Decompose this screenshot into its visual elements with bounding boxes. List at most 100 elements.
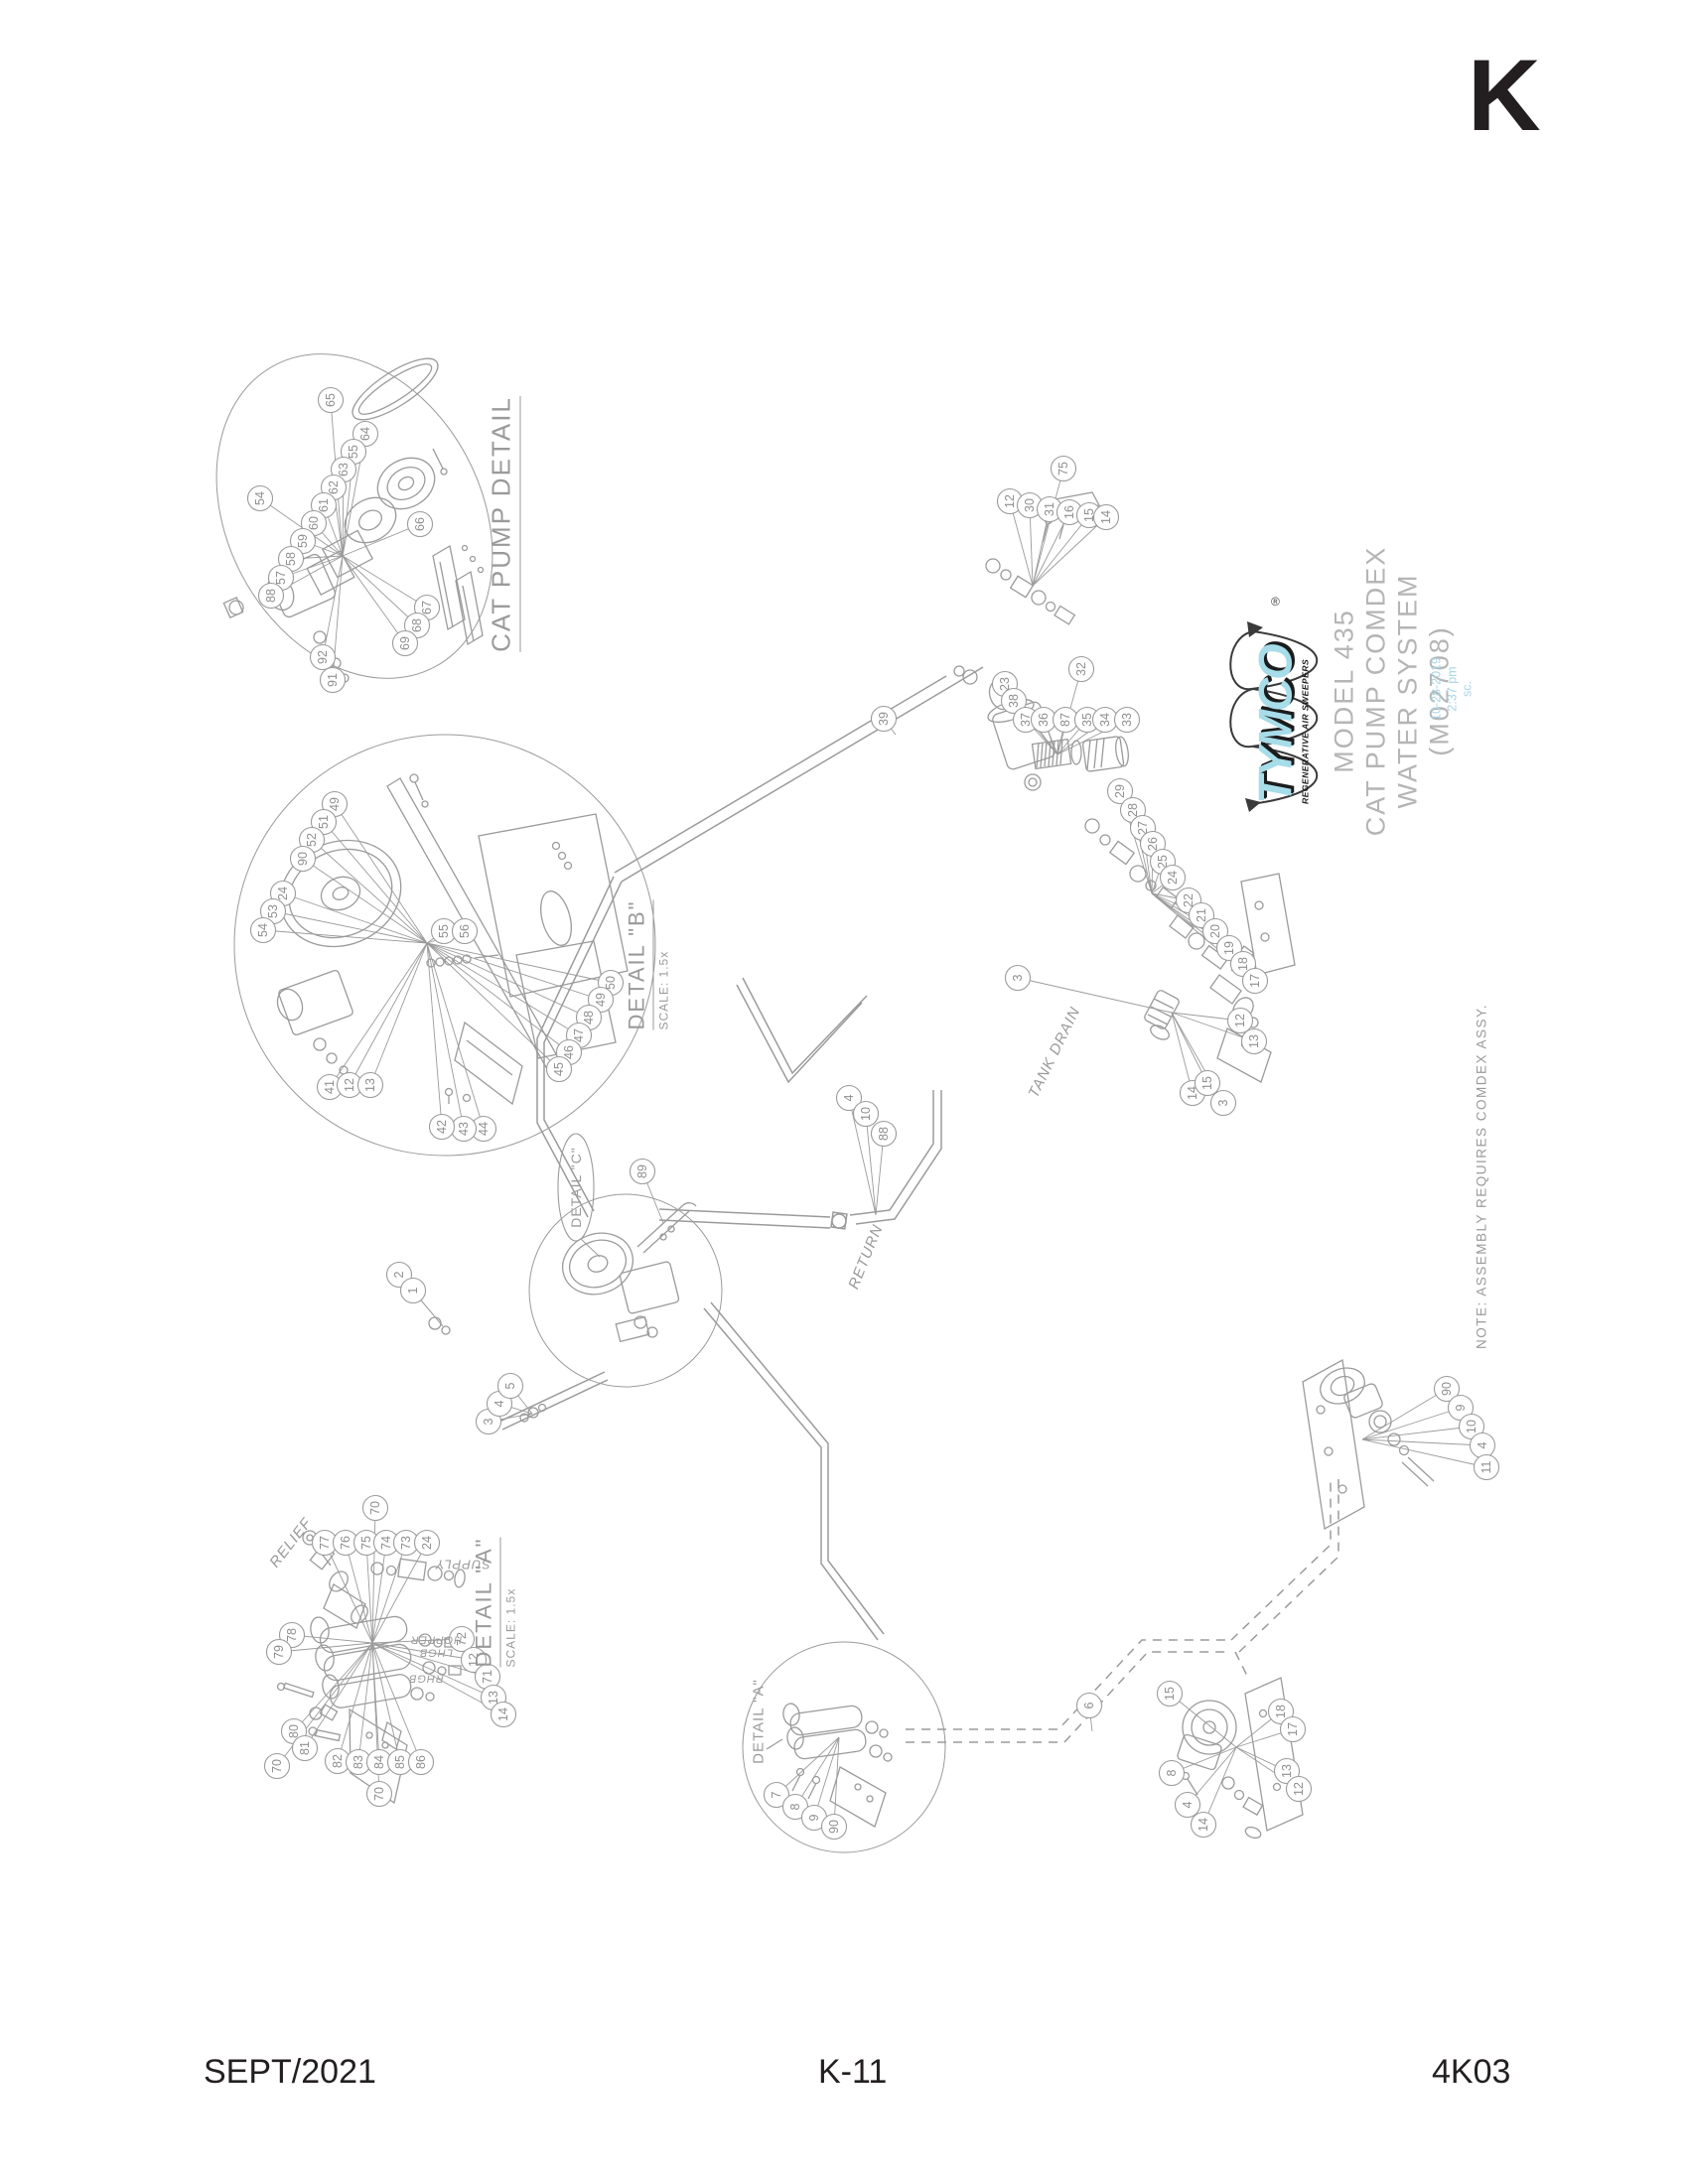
- callout-leader-line: [426, 942, 560, 1070]
- piping-lines: [498, 666, 1339, 1743]
- callout-leader-line: [1009, 500, 1034, 587]
- callout-leader-line: [342, 555, 418, 626]
- callout-balloon-9: 9: [1447, 1394, 1475, 1422]
- svg-text:1: 1: [406, 1287, 420, 1294]
- callout-balloon-52: 52: [298, 826, 326, 854]
- detail-b-art: [233, 734, 656, 1157]
- svg-text:82: 82: [331, 1754, 345, 1768]
- callout-leader-line: [1171, 1012, 1255, 1042]
- callout-leader-line: [342, 523, 421, 557]
- svg-text:92: 92: [316, 650, 330, 664]
- callout-leader-line: [262, 929, 428, 944]
- svg-text:81: 81: [298, 1741, 312, 1755]
- svg-text:39: 39: [877, 712, 891, 726]
- callout-leader-line: [775, 1736, 840, 1796]
- callout-leader-line: [371, 1642, 401, 1763]
- svg-text:12: 12: [343, 1078, 356, 1092]
- callout-leader-line: [794, 1736, 840, 1808]
- callout-balloon-83: 83: [345, 1748, 372, 1776]
- callout-balloon-92: 92: [309, 643, 337, 671]
- svg-text:90: 90: [827, 1820, 841, 1834]
- callout-balloon-69: 69: [391, 629, 419, 657]
- callout-leader-line: [426, 942, 443, 1128]
- callout-balloon-12: 12: [1285, 1775, 1313, 1803]
- callout-balloon-13: 13: [356, 1071, 384, 1099]
- svg-text:9: 9: [1454, 1404, 1468, 1411]
- detail-a-art: [276, 1530, 466, 1805]
- callout-balloon-70: 70: [365, 1780, 393, 1808]
- callout-balloon-34: 34: [1091, 706, 1119, 734]
- svg-text:7: 7: [770, 1791, 783, 1798]
- callout-balloon-30: 30: [1016, 491, 1044, 519]
- model-line-1: MODEL 435: [1329, 609, 1359, 773]
- svg-text:57: 57: [274, 571, 288, 585]
- hopper-line: HOPPER: [409, 1634, 463, 1646]
- callout-balloon-16: 16: [1055, 498, 1083, 526]
- svg-text:2: 2: [392, 1271, 406, 1278]
- callout-balloon-54: 54: [249, 916, 277, 944]
- callout-leader-line: [1361, 1388, 1448, 1440]
- callout-balloon-35: 35: [1073, 706, 1101, 734]
- svg-text:70: 70: [270, 1759, 284, 1773]
- svg-text:75: 75: [1056, 462, 1070, 476]
- logo-swirl-arrow-icon: [1229, 621, 1319, 812]
- brand-name: TYMCO: [1248, 645, 1302, 804]
- detail-a-scale: SCALE: 1.5x: [503, 1587, 518, 1668]
- svg-text:12: 12: [1292, 1782, 1306, 1796]
- callout-leader-line: [322, 555, 344, 658]
- svg-text:8: 8: [1165, 1769, 1179, 1776]
- svg-text:10: 10: [1465, 1420, 1478, 1433]
- svg-text:16: 16: [1062, 505, 1076, 519]
- callout-leader-line: [1361, 1426, 1473, 1440]
- callout-leader-line: [371, 1638, 463, 1644]
- callout-leader-line: [1029, 504, 1034, 587]
- svg-text:13: 13: [487, 1691, 500, 1705]
- svg-text:41: 41: [323, 1080, 337, 1094]
- svg-text:11: 11: [1479, 1460, 1493, 1473]
- svg-text:83: 83: [352, 1755, 365, 1769]
- svg-text:32: 32: [1074, 662, 1088, 676]
- svg-text:14: 14: [1196, 1818, 1210, 1832]
- callout-leader-line: [426, 942, 580, 1036]
- callout-balloon-42: 42: [428, 1113, 456, 1141]
- callout-balloon-90: 90: [1433, 1375, 1461, 1403]
- callout-balloon-6: 6: [1075, 1692, 1103, 1719]
- callout-leader-line: [1017, 977, 1173, 1014]
- svg-text:78: 78: [285, 1628, 299, 1642]
- svg-text:27: 27: [1136, 821, 1150, 835]
- svg-text:13: 13: [1247, 1034, 1261, 1048]
- callout-balloon-8: 8: [1158, 1759, 1186, 1787]
- svg-text:34: 34: [1098, 713, 1112, 727]
- svg-text:69: 69: [398, 636, 412, 650]
- svg-text:55: 55: [437, 924, 451, 938]
- callout-balloon-51: 51: [310, 808, 338, 836]
- callout-balloon-73: 73: [392, 1529, 420, 1557]
- svg-text:30: 30: [1023, 498, 1037, 512]
- callout-balloon-59: 59: [289, 527, 317, 555]
- svg-text:38: 38: [1007, 694, 1021, 708]
- callout-balloon-29: 29: [1106, 777, 1134, 805]
- callout-leader-line: [371, 1642, 494, 1699]
- svg-text:12: 12: [1003, 494, 1017, 508]
- detail-b-title: DETAIL "B": [624, 899, 654, 1030]
- callout-balloon-24: 24: [413, 1529, 441, 1557]
- footer-page-number: K-11: [818, 2053, 888, 2091]
- callout-leader-line: [1361, 1407, 1462, 1440]
- svg-text:21: 21: [1195, 908, 1208, 922]
- callout-balloon-70: 70: [361, 1494, 389, 1522]
- callout-balloon-87: 87: [1052, 706, 1079, 734]
- callout-leader-line: [293, 1642, 373, 1732]
- callout-leader-line: [337, 1642, 373, 1762]
- callout-leader-line: [371, 1642, 475, 1661]
- svg-text:45: 45: [552, 1062, 566, 1076]
- svg-text:80: 80: [287, 1724, 301, 1738]
- svg-text:59: 59: [296, 534, 310, 548]
- svg-text:4: 4: [492, 1400, 506, 1407]
- callout-leader-line: [1171, 1012, 1208, 1084]
- svg-text:10: 10: [859, 1107, 873, 1121]
- svg-text:46: 46: [562, 1045, 576, 1059]
- callout-balloon-90: 90: [289, 845, 317, 873]
- callout-leader-line: [357, 1642, 373, 1763]
- callout-balloon-37: 37: [1012, 706, 1040, 734]
